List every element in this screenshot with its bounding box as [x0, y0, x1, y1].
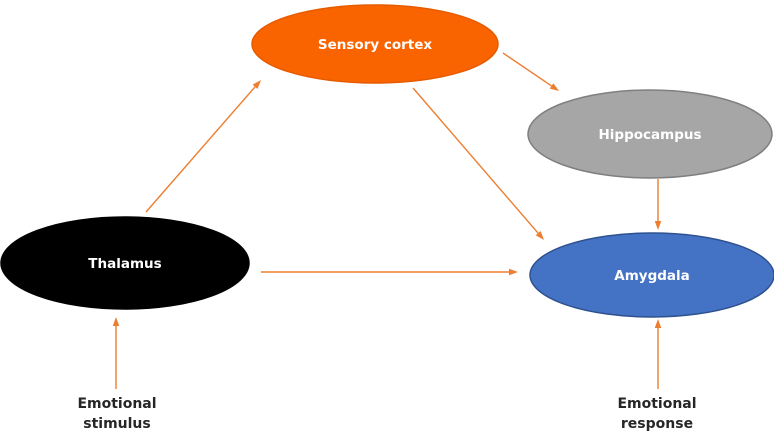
- thalamus-to-amygdala-arrowhead-icon: [509, 268, 518, 276]
- emotional-stimulus-line-2: stimulus: [83, 416, 150, 432]
- amygdala-label: Amygdala: [614, 268, 690, 284]
- edge-emotional-stimulus-to-thalamus: [112, 317, 120, 389]
- node-amygdala: Amygdala: [529, 232, 774, 318]
- emotional-stimulus-to-thalamus-arrowhead-icon: [112, 317, 120, 326]
- sensory-cortex-to-amygdala-arrowhead-icon: [535, 231, 544, 240]
- emotional-stimulus-line-1: Emotional: [77, 396, 156, 412]
- thalamus-ellipse: [0, 216, 250, 310]
- edges-layer: [112, 52, 662, 389]
- emotional-response-to-amygdala-arrowhead-icon: [654, 319, 662, 328]
- hippocampus-to-amygdala-arrowhead-icon: [654, 221, 662, 230]
- sensory-cortex-to-amygdala-line: [412, 87, 539, 234]
- node-thalamus: Thalamus: [0, 216, 250, 310]
- amygdala-ellipse: [529, 232, 774, 318]
- label-emotional-response: Emotional response: [617, 396, 696, 432]
- edge-thalamus-to-sensory-cortex: [145, 80, 261, 213]
- edge-hippocampus-to-amygdala: [654, 179, 662, 230]
- emotional-response-line-2: response: [621, 416, 693, 432]
- sensory-cortex-to-hippocampus-arrowhead-icon: [549, 83, 559, 91]
- edge-sensory-cortex-to-hippocampus: [502, 52, 559, 91]
- sensory-cortex-ellipse: [251, 4, 499, 84]
- edge-emotional-response-to-amygdala: [654, 319, 662, 389]
- edge-thalamus-to-amygdala: [261, 268, 518, 276]
- sensory-cortex-to-hippocampus-line: [502, 52, 552, 87]
- thalamus-to-sensory-cortex-arrowhead-icon: [252, 80, 261, 89]
- nodes-layer: Sensory cortexHippocampusThalamusAmygdal…: [0, 4, 774, 318]
- thalamus-label: Thalamus: [88, 256, 161, 272]
- sensory-cortex-label: Sensory cortex: [318, 37, 433, 53]
- emotional-response-line-1: Emotional: [617, 396, 696, 412]
- thalamus-to-sensory-cortex-line: [145, 86, 256, 213]
- edge-sensory-cortex-to-amygdala: [412, 87, 544, 240]
- node-hippocampus: Hippocampus: [527, 89, 773, 179]
- label-emotional-stimulus: Emotional stimulus: [77, 396, 156, 432]
- node-sensory-cortex: Sensory cortex: [251, 4, 499, 84]
- hippocampus-label: Hippocampus: [598, 127, 701, 143]
- hippocampus-ellipse: [527, 89, 773, 179]
- labels-layer: Emotional stimulus Emotional response: [77, 396, 696, 432]
